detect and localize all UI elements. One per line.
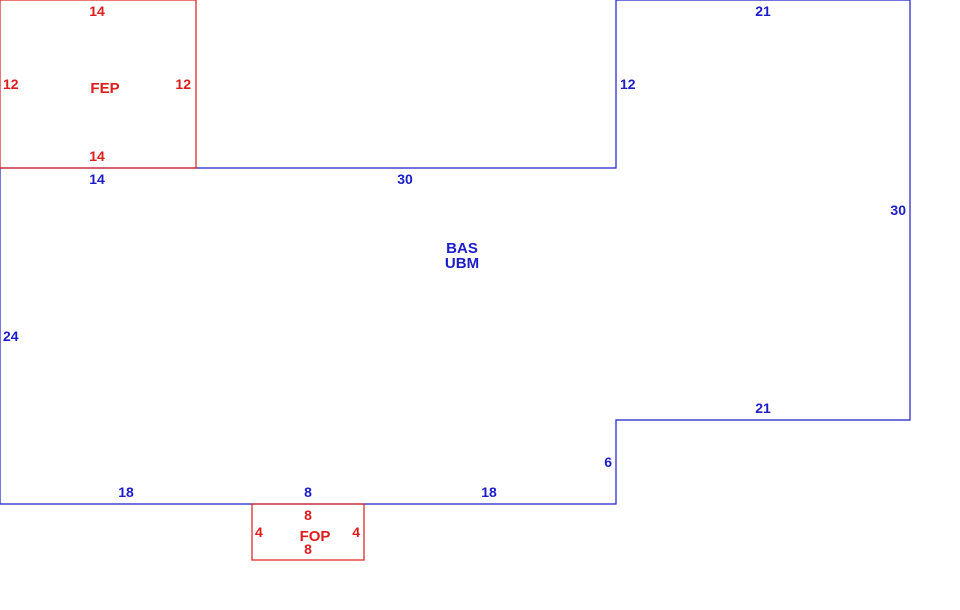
fop-outline [251,503,365,561]
main-area-code-ubm: UBM [445,255,479,272]
fop-dim-top: 8 [304,507,312,523]
main-dim-top-middle: 30 [397,171,413,187]
fep-outline [0,0,197,169]
fop-dim-left: 4 [255,524,263,540]
main-dim-top-left: 14 [89,171,105,187]
main-dim-inner-step: 21 [755,400,771,416]
main-dim-step-down: 6 [604,454,612,470]
main-dim-right: 30 [890,202,906,218]
main-dim-step-up: 12 [620,76,636,92]
fop-dim-bottom: 8 [304,541,312,557]
fep-dim-right: 12 [175,76,191,92]
main-area-code-bas: BAS [446,240,478,257]
main-dim-bottom-middle: 8 [304,484,312,500]
main-dim-left: 24 [3,328,19,344]
fep-dim-left: 12 [3,76,19,92]
main-dim-bottom-left: 18 [118,484,134,500]
fep-dim-bottom: 14 [89,148,105,164]
main-dim-top-right: 21 [755,3,771,19]
main-area-outline [0,0,911,505]
fep-dim-top: 14 [89,3,105,19]
fop-code: FOP [300,528,331,545]
fep-code: FEP [90,80,119,97]
fop-dim-right: 4 [352,524,360,540]
main-dim-bottom-right: 18 [481,484,497,500]
